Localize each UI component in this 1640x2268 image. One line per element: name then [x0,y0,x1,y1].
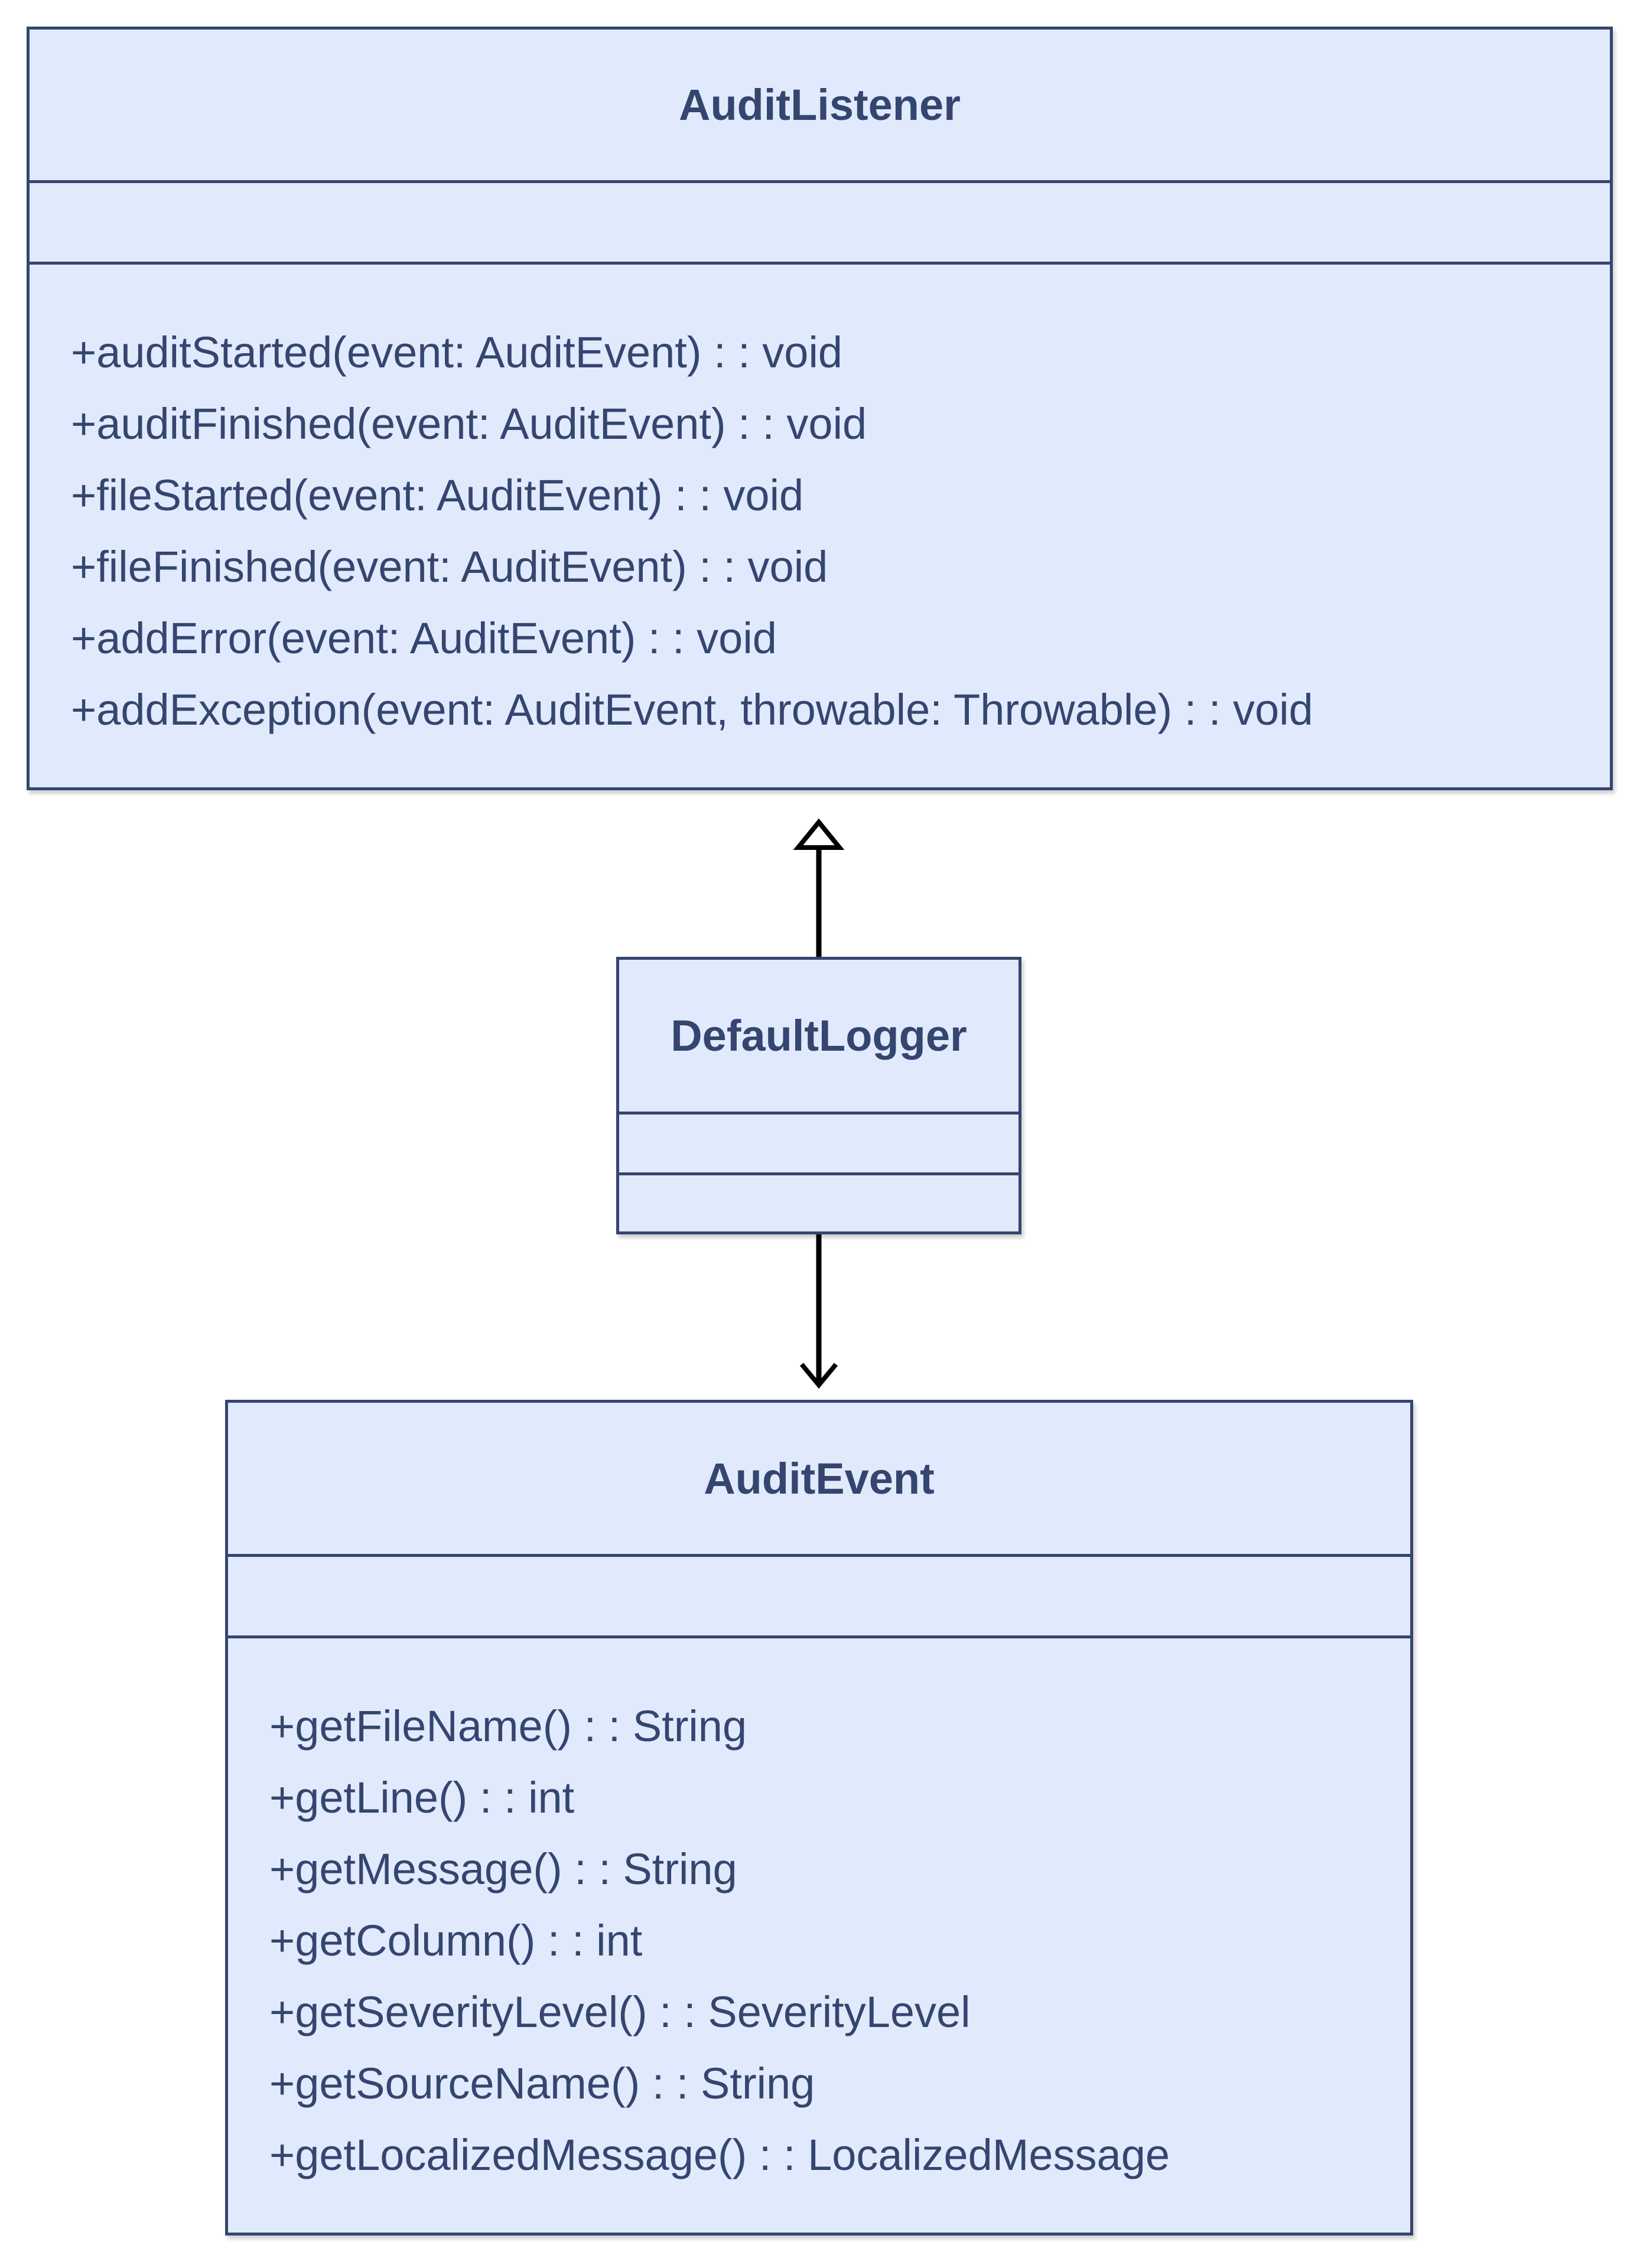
method-entry: +addException(event: AuditEvent, throwab… [71,685,1313,734]
attributes-compartment [30,183,1610,265]
class-audit-listener[interactable]: AuditListener +auditStarted(event: Audit… [27,27,1613,790]
method-entry: +getColumn() : : int [269,1916,643,1965]
attributes-compartment [619,1115,1019,1175]
class-audit-event[interactable]: AuditEvent +getFileName() : : String +ge… [225,1400,1413,2236]
method-entry: +getFileName() : : String [269,1702,747,1751]
class-default-logger[interactable]: DefaultLogger [616,957,1021,1234]
realization-arrowhead [793,818,845,850]
method-entry: +fileStarted(event: AuditEvent) : : void [71,471,804,520]
method-entry: +addError(event: AuditEvent) : : void [71,614,777,663]
method-entry: +getLocalizedMessage() : : LocalizedMess… [269,2130,1170,2179]
class-name: AuditEvent [228,1403,1410,1557]
class-name: AuditListener [30,30,1610,183]
methods-compartment: +auditStarted(event: AuditEvent) : : voi… [30,265,1610,745]
method-entry: +getSeverityLevel() : : SeverityLevel [269,1987,971,2036]
method-entry: +fileFinished(event: AuditEvent) : : voi… [71,542,828,591]
class-name: DefaultLogger [619,960,1019,1115]
method-entry: +auditStarted(event: AuditEvent) : : voi… [71,328,843,377]
method-entry: +getLine() : : int [269,1773,575,1822]
method-entry: +getMessage() : : String [269,1845,737,1894]
association-arrowhead [799,1363,838,1389]
method-entry: +auditFinished(event: AuditEvent) : : vo… [71,399,867,448]
method-entry: +getSourceName() : : String [269,2059,815,2108]
methods-compartment: +getFileName() : : String +getLine() : :… [228,1638,1410,2191]
attributes-compartment [228,1557,1410,1638]
